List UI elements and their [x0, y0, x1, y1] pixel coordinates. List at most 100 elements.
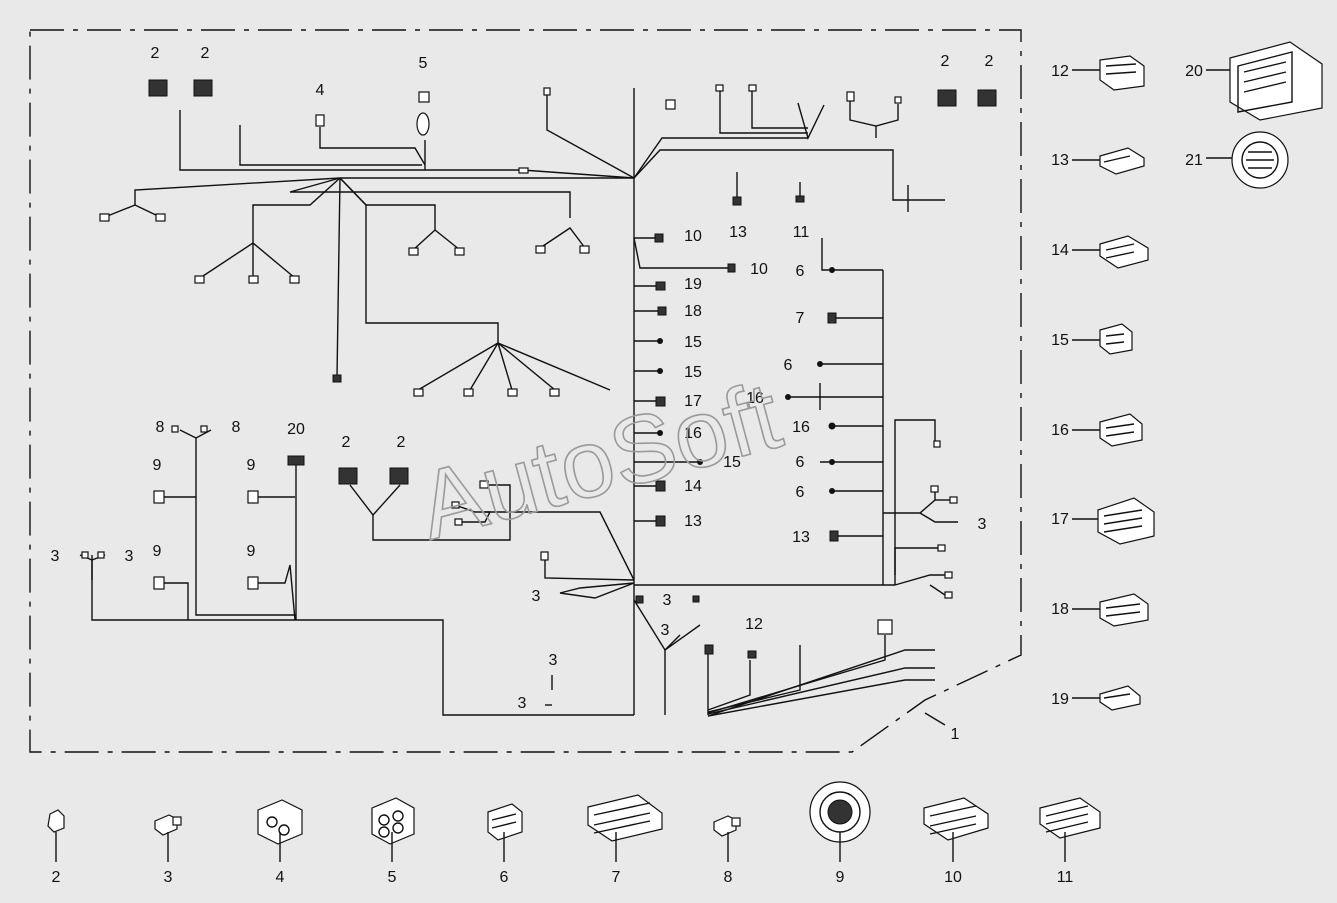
callout-17: 17 — [684, 393, 702, 410]
callout-19: 19 — [684, 276, 702, 293]
connector-15-a — [657, 338, 663, 344]
connector-3-10 — [413, 388, 424, 397]
connector-3-b2 — [692, 595, 700, 603]
callout-6: 6 — [796, 263, 805, 280]
callout-15: 15 — [1051, 332, 1069, 349]
wire-1 — [239, 125, 422, 166]
wire-4 — [546, 95, 635, 179]
legend-connector-15 — [1099, 323, 1133, 355]
callout-3: 3 — [978, 516, 987, 533]
connector-3-l2 — [97, 551, 105, 559]
connector-2-e — [338, 467, 358, 485]
connector-3-m4 — [540, 551, 549, 561]
legend-number-11: 11 — [1057, 869, 1074, 886]
callout-2: 2 — [151, 45, 160, 62]
connector-top-b — [715, 84, 724, 92]
wire-0 — [179, 110, 635, 179]
legend-connector-13 — [1099, 147, 1145, 175]
connector-11 — [795, 195, 805, 203]
legend-connector-20 — [1229, 41, 1323, 121]
wire-75 — [544, 560, 635, 581]
callout-8: 8 — [156, 419, 165, 436]
callout-16: 16 — [792, 419, 810, 436]
callout-19: 19 — [1051, 691, 1069, 708]
connector-top-d — [846, 91, 855, 102]
callout-3: 3 — [51, 548, 60, 565]
connector-top-c — [748, 84, 757, 92]
connector-14 — [655, 480, 666, 492]
wire-64 — [164, 582, 189, 620]
connector-3-l1 — [81, 551, 89, 559]
connector-3-r2 — [930, 485, 939, 493]
callout-2: 2 — [941, 53, 950, 70]
wire-18 — [539, 227, 586, 249]
wire-2 — [319, 127, 426, 166]
legend-connector-7 — [587, 794, 663, 842]
wire-19 — [252, 177, 341, 243]
connector-17 — [655, 396, 666, 407]
connector-9-a — [153, 490, 165, 504]
legend-connector-5 — [371, 797, 415, 845]
connector-3-r3 — [949, 496, 958, 504]
legend-number-7: 7 — [612, 869, 621, 886]
callout-18: 18 — [684, 303, 702, 320]
inline-splice — [518, 167, 529, 174]
wire-connectors — [81, 79, 997, 659]
harness-boundary — [29, 29, 1022, 753]
callout-6: 6 — [784, 357, 793, 374]
connector-3-b1 — [635, 595, 644, 604]
connector-2-b — [193, 79, 213, 97]
legend-connector-11 — [1039, 797, 1101, 839]
connector-16-b — [785, 394, 791, 400]
callout-1: 1 — [951, 726, 960, 743]
connector-15-c — [697, 459, 703, 465]
connector-3-2 — [155, 213, 166, 222]
connector-13-c — [829, 530, 839, 542]
connector-13-a — [732, 196, 742, 206]
wire-82 — [707, 645, 801, 713]
grommet-5 — [416, 112, 430, 136]
callout-15: 15 — [723, 454, 741, 471]
callout-2: 2 — [985, 53, 994, 70]
connector-3-m2 — [451, 501, 460, 509]
connector-6-b — [817, 361, 823, 367]
connector-3-r4 — [937, 544, 946, 552]
wire-54 — [894, 419, 936, 585]
legend-number-6: 6 — [500, 869, 509, 886]
legend-connector-10 — [923, 797, 989, 841]
connector-3-11 — [463, 388, 474, 397]
wire-15 — [104, 177, 341, 218]
legend-number-3: 3 — [164, 869, 173, 886]
callout-9: 9 — [247, 543, 256, 560]
connector-3-r6 — [944, 591, 953, 599]
connector-3-12 — [507, 388, 518, 397]
connector-3-1 — [99, 213, 110, 222]
connector-9-b — [247, 490, 259, 504]
callout-20: 20 — [287, 421, 305, 438]
connector-6-c — [829, 459, 835, 465]
callout-13: 13 — [1051, 152, 1069, 169]
wire-58 — [894, 547, 940, 575]
connector-2-f — [389, 467, 409, 485]
wire-27 — [497, 342, 556, 391]
connector-18 — [657, 306, 667, 316]
callout-13: 13 — [684, 513, 702, 530]
wire-55 — [883, 490, 936, 514]
callout-9: 9 — [153, 543, 162, 560]
callout-18: 18 — [1051, 601, 1069, 618]
callout-4: 4 — [316, 82, 325, 99]
wire-81 — [707, 660, 751, 711]
connector-3-9 — [579, 245, 590, 254]
wire-6 — [633, 137, 808, 179]
legend-connector-12 — [1099, 55, 1145, 91]
callout-2: 2 — [342, 434, 351, 451]
connector-3-6 — [408, 247, 419, 256]
connector-3-m3 — [454, 518, 463, 526]
callout-3: 3 — [549, 652, 558, 669]
legend-connector-3 — [154, 814, 182, 836]
callout-3: 3 — [661, 622, 670, 639]
wire-79 — [664, 634, 681, 651]
wire-76 — [559, 582, 635, 599]
connector-2-a — [148, 79, 168, 97]
